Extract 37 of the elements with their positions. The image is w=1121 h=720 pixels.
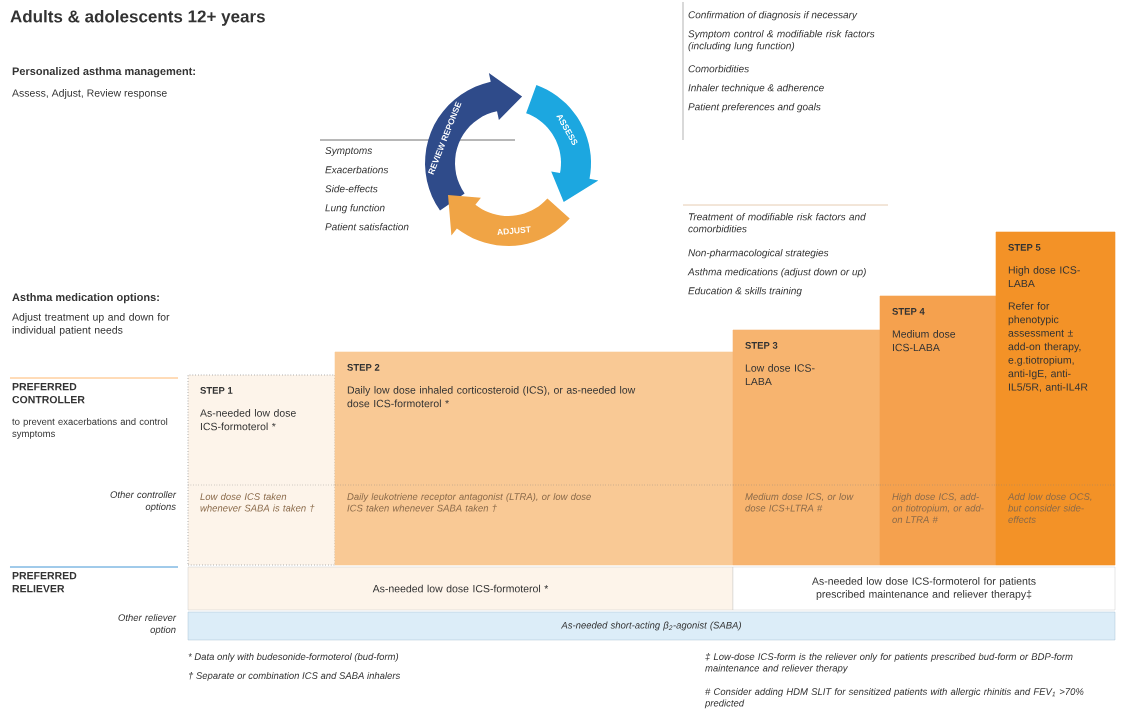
row-heading: Other reliever option xyxy=(118,614,177,635)
list-item: Lung function xyxy=(325,204,385,214)
row-heading: PREFERRED RELIEVER xyxy=(12,572,77,593)
heading: Asthma medication options: xyxy=(12,293,159,304)
list-item: Treatment of modifiable risk factors and comorbidities xyxy=(688,213,866,233)
list-item: Symptom control & modifiable risk factors (including lung function) xyxy=(688,30,875,52)
list-item: Patient preferences and goals xyxy=(688,103,821,113)
table-cell: Low dose ICS taken whenever SABA is taken † xyxy=(187,484,336,513)
list-item: Inhaler technique & adherence xyxy=(688,84,824,94)
table-cell: Medium dose ICS, or low dose ICS+LTRA # xyxy=(732,484,881,512)
list-item: Asthma medications (adjust down or up) xyxy=(687,268,866,278)
list-item: Patient satisfaction xyxy=(325,223,409,231)
list-item: Side-effects xyxy=(325,185,378,193)
table-cell: As-needed low dose ICS-formoterol * xyxy=(187,566,734,611)
list-item: Exacerbations xyxy=(325,166,389,174)
table-cell: High dose ICS, add-on tiotropium, or add-on LTRA # xyxy=(879,484,997,523)
list-item: Education & skills training xyxy=(688,287,802,297)
table-cell: Add low dose OCS, but consider side-effects xyxy=(995,484,1116,523)
subheading: Assess, Adjust, Review response xyxy=(12,89,167,99)
footnote: † Separate or combination ICS and SABA inhalers xyxy=(189,672,401,681)
row-heading: Other controller options xyxy=(110,491,177,512)
subheading: Adjust treatment up and down for individual patient needs xyxy=(12,313,170,336)
list-item: Non-pharmacological strategies xyxy=(688,249,829,259)
table-cell: Daily leukotriene receptor antagonist (LTRA), or low dose ICS taken whenever SABA taken † xyxy=(334,484,734,513)
cycle-segment: ADJUST xyxy=(448,194,570,246)
title: Adults & adolescents 12+ years xyxy=(10,10,265,26)
list-item: Symptoms xyxy=(325,147,373,157)
footnote: * Data only with budesonide-formoterol (bud-form) xyxy=(188,653,399,662)
table-cell: As-needed low dose ICS-formoterol for patients prescribed maintenance and reliever therapy‡ xyxy=(732,566,1116,611)
table-cell: As-needed short-acting β$_{2}$-agonist (SABA) xyxy=(187,611,1116,641)
list-item: Confirmation of diagnosis if necessary xyxy=(688,11,858,21)
list-item: Comorbidities xyxy=(688,65,749,73)
heading: Personalized asthma management: xyxy=(12,67,195,78)
footnote: # Consider adding HDM SLIT for sensitized patients with allergic rhinitis and FEV$_{1}$ >70% predicted xyxy=(704,688,1084,709)
row-heading: PREFERRED CONTROLLER xyxy=(12,383,85,404)
row-note: to prevent exacerbations and control symptoms xyxy=(12,418,168,439)
footnote: ‡ Low-dose ICS-form is the reliever only for patients prescribed bud-form or BDP-form maintenance and reliever therapy xyxy=(705,653,1073,674)
